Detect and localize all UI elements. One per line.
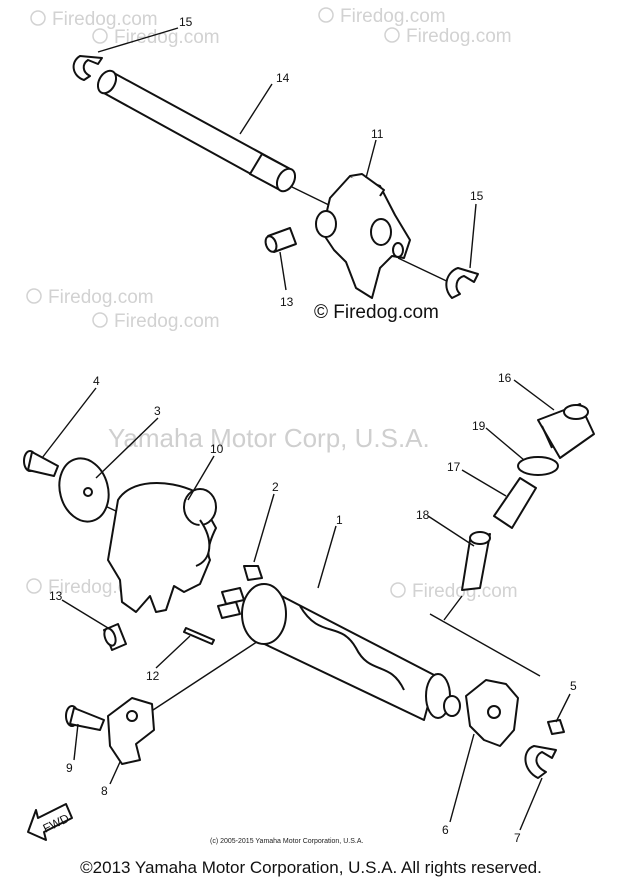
shift-shaft-14	[96, 69, 297, 193]
callout-4: 4	[93, 374, 100, 388]
copyright-footer: ©2013 Yamaha Motor Corporation, U.S.A. A…	[80, 858, 542, 877]
upper-assembly: 15 14 11 15 13	[72, 15, 484, 309]
watermark-mid-left: Firedog.com	[26, 287, 154, 308]
shift-lever-11	[315, 173, 411, 299]
callout-3: 3	[154, 404, 161, 418]
pin-13-top	[264, 227, 297, 253]
fwd-arrow-icon: FWD	[27, 803, 73, 841]
leader-8	[109, 761, 121, 785]
svg-text:Firedog.com: Firedog.com	[114, 311, 220, 332]
leader-16	[513, 379, 555, 411]
callout-6: 6	[442, 823, 449, 837]
leader-4	[41, 387, 97, 459]
callout-2: 2	[272, 480, 279, 494]
cam-axis-line-2	[149, 631, 273, 713]
detent-18	[461, 531, 491, 591]
cam-6	[465, 679, 519, 747]
watermark-center: Yamaha Motor Corp, U.S.A.	[108, 423, 430, 453]
cotter-pin-12	[183, 627, 215, 645]
shift-drum-1	[241, 583, 461, 721]
leader-7	[519, 777, 543, 831]
callout-19: 19	[472, 419, 486, 433]
washer-19	[517, 456, 559, 476]
leader-2	[253, 493, 275, 563]
leader-17	[461, 469, 507, 497]
guide-pins-2	[217, 565, 263, 619]
leader-1	[317, 525, 337, 589]
callout-15-right: 15	[470, 189, 484, 203]
callout-8: 8	[101, 784, 108, 798]
svg-text:Firedog.com: Firedog.com	[406, 26, 512, 47]
cam-axis-line-3	[429, 595, 541, 677]
leader-19	[485, 427, 525, 461]
watermark-low-right: Firedog.com	[390, 581, 518, 602]
callout-14: 14	[276, 71, 290, 85]
svg-text:Firedog.com: Firedog.com	[412, 581, 518, 602]
svg-text:Yamaha Motor Corp, U.S.A.: Yamaha Motor Corp, U.S.A.	[108, 423, 430, 453]
watermark-mid-left-2: Firedog.com	[92, 311, 220, 332]
spring-17	[493, 477, 537, 529]
e-clip-15-right	[445, 267, 479, 299]
leader-13-bottom	[61, 599, 109, 629]
leader-3	[95, 417, 159, 479]
svg-text:© Firedog.com: © Firedog.com	[314, 302, 439, 323]
leader-9	[73, 723, 79, 761]
watermark-layer: Firedog.com Firedog.com Firedog.com Fire…	[26, 6, 518, 602]
lower-assembly: 4 3 10 2 1 13 12 9 8 6 5 7 16 19 17 18	[23, 371, 595, 845]
svg-text:Firedog.com: Firedog.com	[114, 27, 220, 48]
screw-4	[23, 450, 59, 477]
leader-15-top	[97, 27, 179, 53]
watermark-top-left: Firedog.com	[30, 9, 158, 30]
callout-11: 11	[371, 127, 384, 141]
plate-3	[58, 457, 110, 523]
leader-18	[427, 515, 475, 547]
screw-9	[65, 705, 105, 731]
callout-13-top: 13	[280, 295, 294, 309]
watermark-top-left-2: Firedog.com	[92, 27, 220, 48]
leader-15-right	[469, 203, 477, 269]
firedog-brand-mark: © Firedog.com	[314, 302, 439, 323]
leader-14	[239, 83, 273, 135]
leader-5	[555, 693, 571, 723]
leader-12	[155, 635, 191, 669]
leader-11	[365, 139, 377, 179]
callout-12: 12	[146, 669, 160, 683]
leader-10	[187, 455, 215, 501]
pin-5	[547, 719, 565, 735]
callout-15-top: 15	[179, 15, 193, 29]
leader-6	[449, 733, 475, 823]
callout-13-bottom: 13	[49, 589, 63, 603]
shift-fork-10	[107, 482, 217, 613]
e-clip-15-top	[72, 55, 103, 81]
callout-1: 1	[336, 513, 343, 527]
watermark-top-right: Firedog.com	[318, 6, 446, 27]
callout-9: 9	[66, 761, 73, 775]
stopper-plate-8	[107, 697, 155, 765]
svg-text:Firedog.com: Firedog.com	[340, 6, 446, 27]
callout-16: 16	[498, 371, 512, 385]
leader-13-top	[279, 251, 287, 291]
shaft-axis-line	[291, 186, 456, 286]
pin-13-bottom	[103, 623, 127, 651]
plug-16	[537, 403, 595, 459]
callout-5: 5	[570, 679, 577, 693]
svg-text:Firedog.com: Firedog.com	[52, 9, 158, 30]
callout-10: 10	[210, 442, 224, 456]
circlip-7	[524, 745, 557, 779]
small-copyright-note: (c) 2005-2015 Yamaha Motor Corporation, …	[210, 838, 363, 845]
callout-17: 17	[447, 460, 461, 474]
watermark-top-right-2: Firedog.com	[384, 26, 512, 47]
callout-7: 7	[514, 831, 521, 845]
callout-18: 18	[416, 508, 430, 522]
svg-text:Firedog.com: Firedog.com	[48, 287, 154, 308]
